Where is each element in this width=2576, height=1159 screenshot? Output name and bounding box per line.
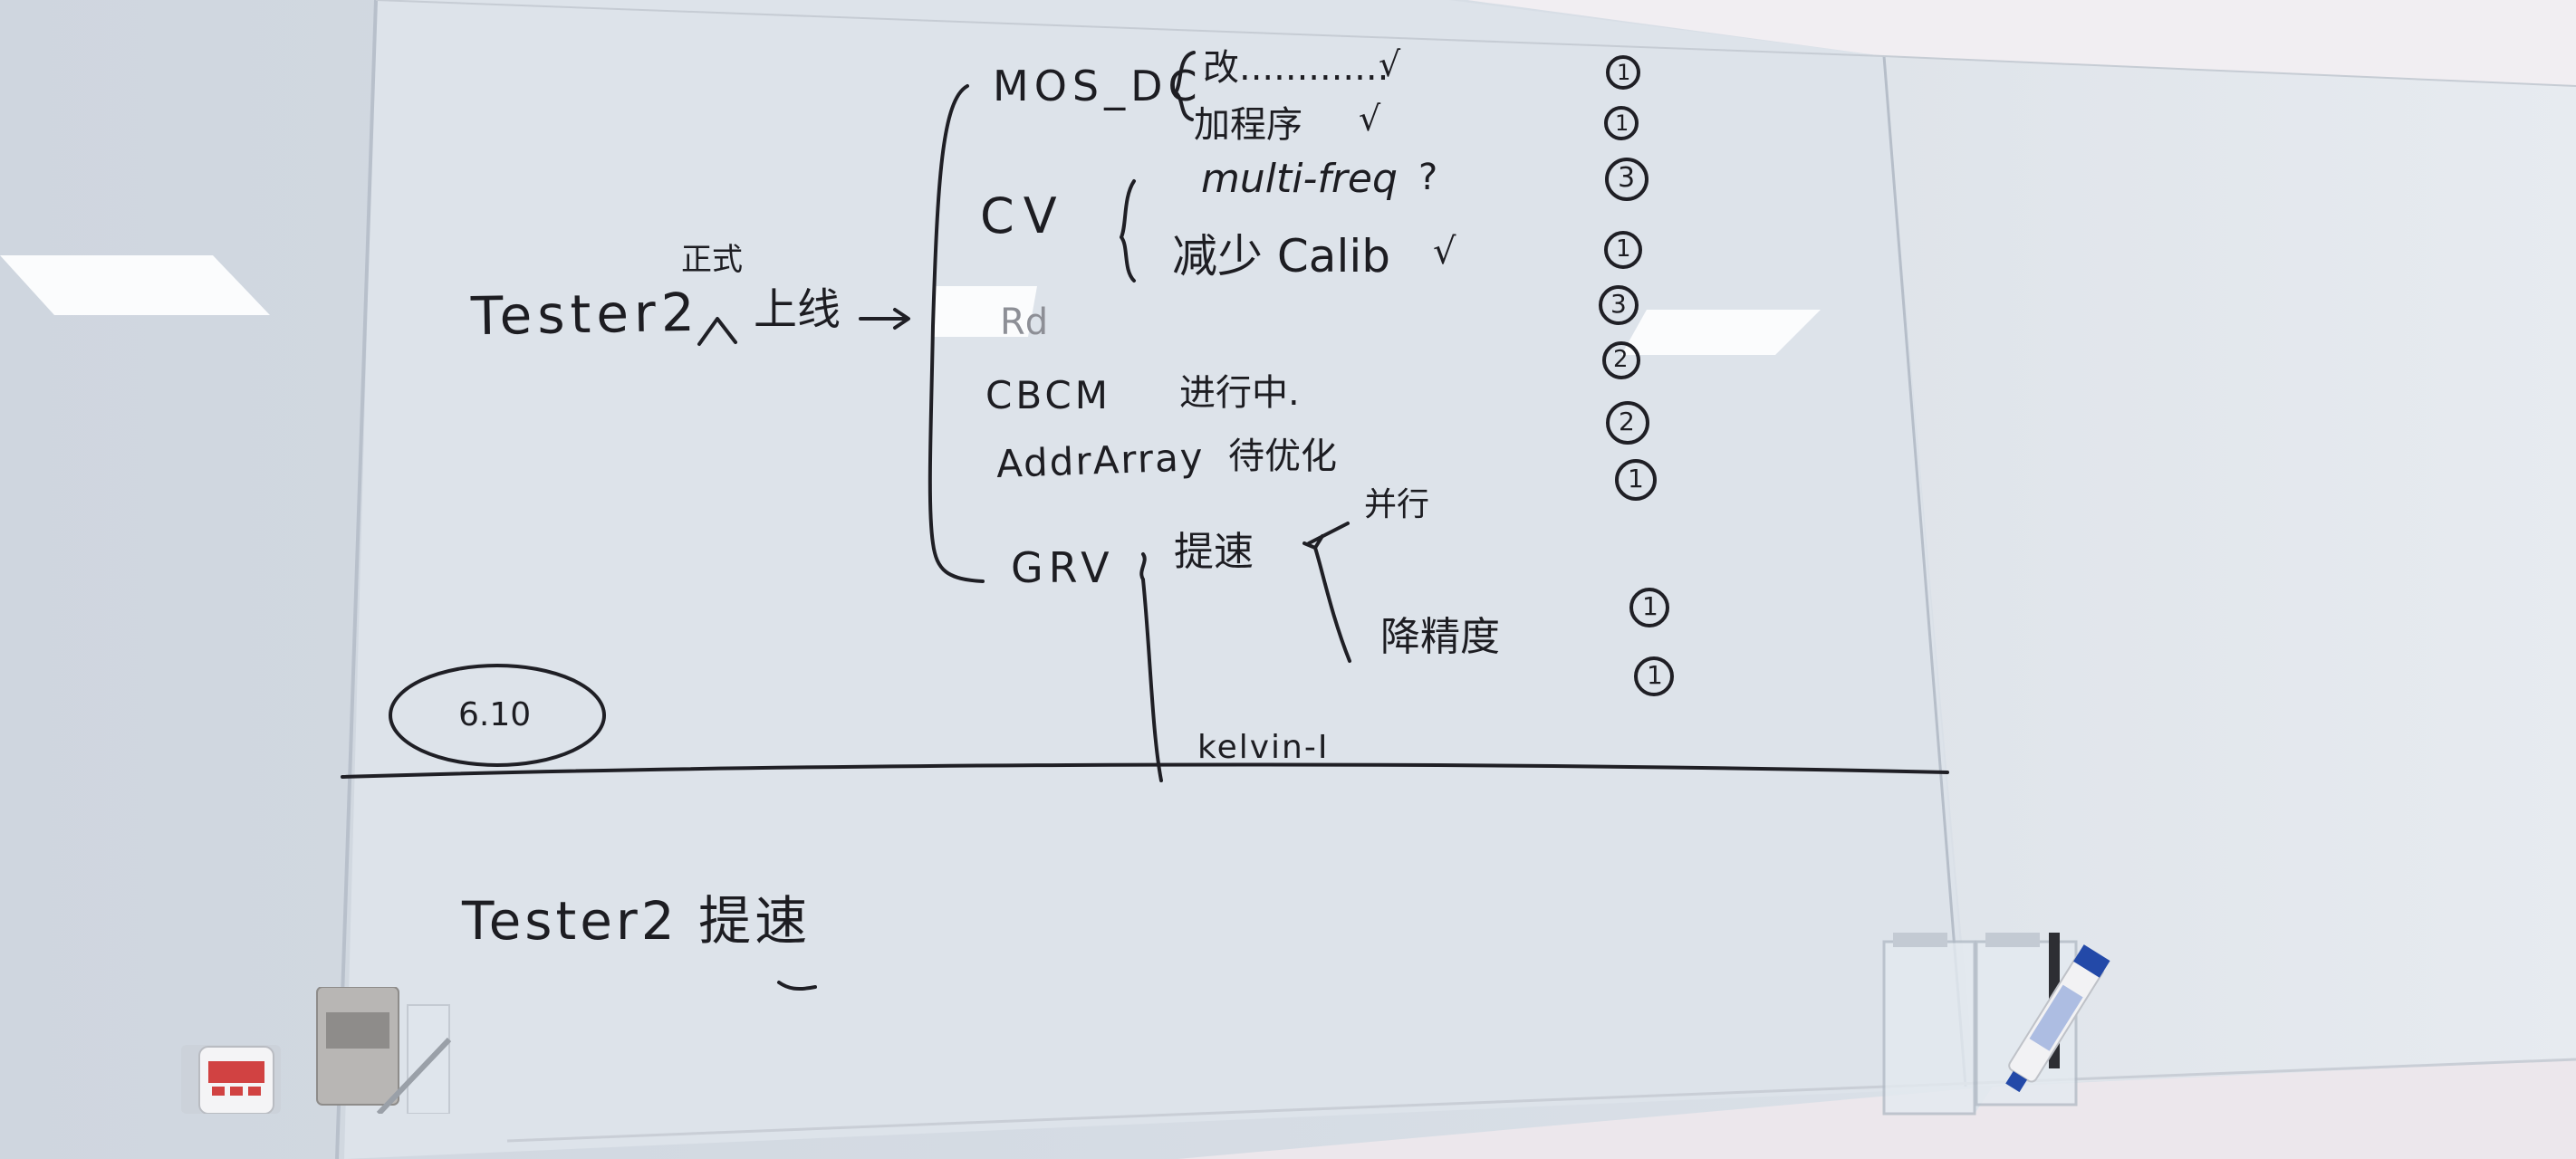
mos-dc-sub-1-mark: √	[1379, 44, 1401, 84]
item-grv: GRV	[1011, 543, 1115, 592]
item-mos-dc: MOS_DC	[993, 62, 1203, 110]
grv-sub-kelvin: kelvin-I	[1197, 729, 1330, 766]
above-caret-label: 正式	[681, 242, 743, 278]
priority-cv-2: 1	[1616, 235, 1631, 263]
addr-array-note: 待优化	[1228, 436, 1337, 477]
priority-addr-array: 2	[1619, 407, 1635, 436]
tree-root-label: Tester2	[470, 281, 701, 348]
item-rd: Rd	[1000, 302, 1049, 343]
priority-mos-dc-1: 1	[1617, 60, 1631, 85]
item-cv: CV	[980, 187, 1066, 244]
item-cbcm: CBCM	[985, 373, 1111, 417]
priority-cbcm: 2	[1613, 346, 1629, 373]
cv-sub-1-mark: ?	[1418, 157, 1438, 198]
marker-pen-icon	[2005, 933, 2110, 1093]
priority-grv-speedup: 1	[1628, 464, 1644, 493]
thermostat-icon	[181, 987, 452, 1114]
priority-grv-extra: 1	[1647, 660, 1663, 690]
mos-dc-sub-2: 加程序	[1194, 104, 1302, 146]
grv-sub-parallel: 并行	[1364, 486, 1430, 523]
cv-sub-1: multi-freq	[1201, 156, 1398, 202]
priority-cv-1: 3	[1618, 162, 1636, 194]
mos-dc-sub-1: 改.............	[1203, 47, 1389, 89]
grv-sub-speedup: 提速	[1174, 529, 1254, 575]
item-addr-array: AddrArray	[995, 435, 1206, 486]
cbcm-note: 进行中.	[1179, 372, 1300, 414]
cv-sub-2: 减少 Calib	[1172, 230, 1390, 283]
bottom-note: Tester2 提速	[462, 890, 812, 952]
online-label: 上线	[754, 284, 841, 335]
priority-grv-precision: 1	[1642, 591, 1658, 621]
priority-mos-dc-2: 1	[1615, 110, 1629, 136]
cv-sub-2-mark: √	[1433, 231, 1456, 273]
priority-rd: 3	[1610, 289, 1627, 319]
mos-dc-sub-2-mark: √	[1359, 99, 1381, 139]
grv-sub-reduce-precision: 降精度	[1380, 614, 1500, 660]
date-label: 6.10	[458, 696, 532, 733]
